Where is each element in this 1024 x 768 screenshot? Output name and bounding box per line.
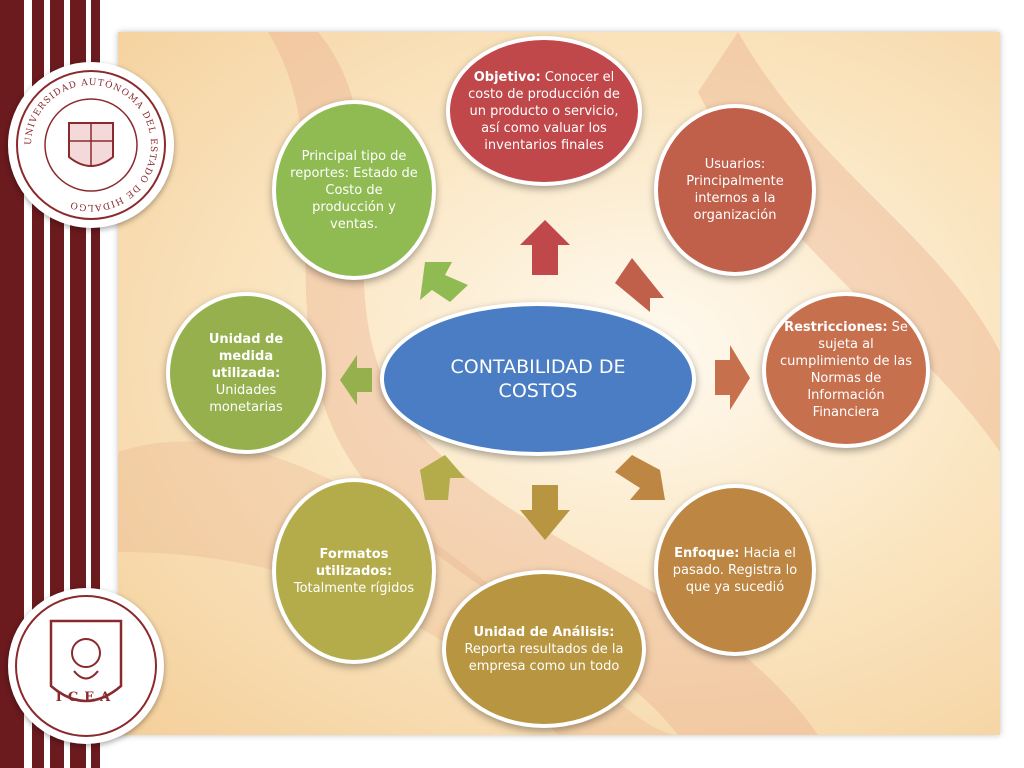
node-unidad-analisis-text: Reporta resultados de la empresa como un… [464,641,624,674]
icea-emblem-icon: ICEA [15,595,157,737]
node-usuarios-title: Usuarios [704,157,761,172]
node-enfoque: Enfoque: Hacia el pasado. Registra lo qu… [654,484,816,656]
central-concept-label: CONTABILIDAD DE COSTOS [450,356,626,402]
central-concept: CONTABILIDAD DE COSTOS [380,302,696,456]
node-objetivo-text: Conocer el costo de producción de un pro… [468,69,620,153]
university-seal: UNIVERSIDAD AUTÓNOMA DEL ESTADO DE HIDAL… [8,62,174,228]
node-enfoque-title: Enfoque: [674,545,740,561]
node-unidad-medida-title: Unidad de medida utilizada: [208,331,284,381]
node-objetivo-title: Objetivo: [473,69,541,85]
icea-seal: ICEA [8,588,164,744]
node-restricciones-text: Se sujeta al cumplimiento de las Normas … [780,320,912,420]
node-objetivo: Objetivo: Conocer el costo de producción… [446,36,642,186]
seal-emblem-icon: UNIVERSIDAD AUTÓNOMA DEL ESTADO DE HIDAL… [16,70,166,220]
node-usuarios: Usuarios: Principalmente internos a la o… [654,104,816,276]
node-principal: Principal tipo de reportes: Estado de Co… [272,100,436,280]
node-restricciones: Restricciones: Se sujeta al cumplimiento… [762,292,930,448]
node-unidad-medida-text: Unidades monetarias [209,382,283,415]
node-enfoque-text: Hacia el pasado. Registra lo que ya suce… [672,545,798,595]
node-unidad-analisis: Unidad de Análisis: Reporta resultados d… [442,570,646,728]
node-usuarios-text: : Principalmente internos a la organizac… [686,157,784,223]
node-unidad-analisis-title: Unidad de Análisis: [473,624,615,640]
node-principal-text: Principal tipo de reportes: Estado de Co… [290,148,418,232]
node-formatos-text: Totalmente rígidos [293,580,415,596]
node-unidad-medida: Unidad de medida utilizada: Unidades mon… [166,292,326,454]
icea-label: ICEA [56,690,116,705]
node-formatos: Formatos utilizados: Totalmente rígidos [272,478,436,664]
node-restricciones-title: Restricciones: [784,320,888,335]
node-formatos-title: Formatos utilizados: [315,546,393,579]
